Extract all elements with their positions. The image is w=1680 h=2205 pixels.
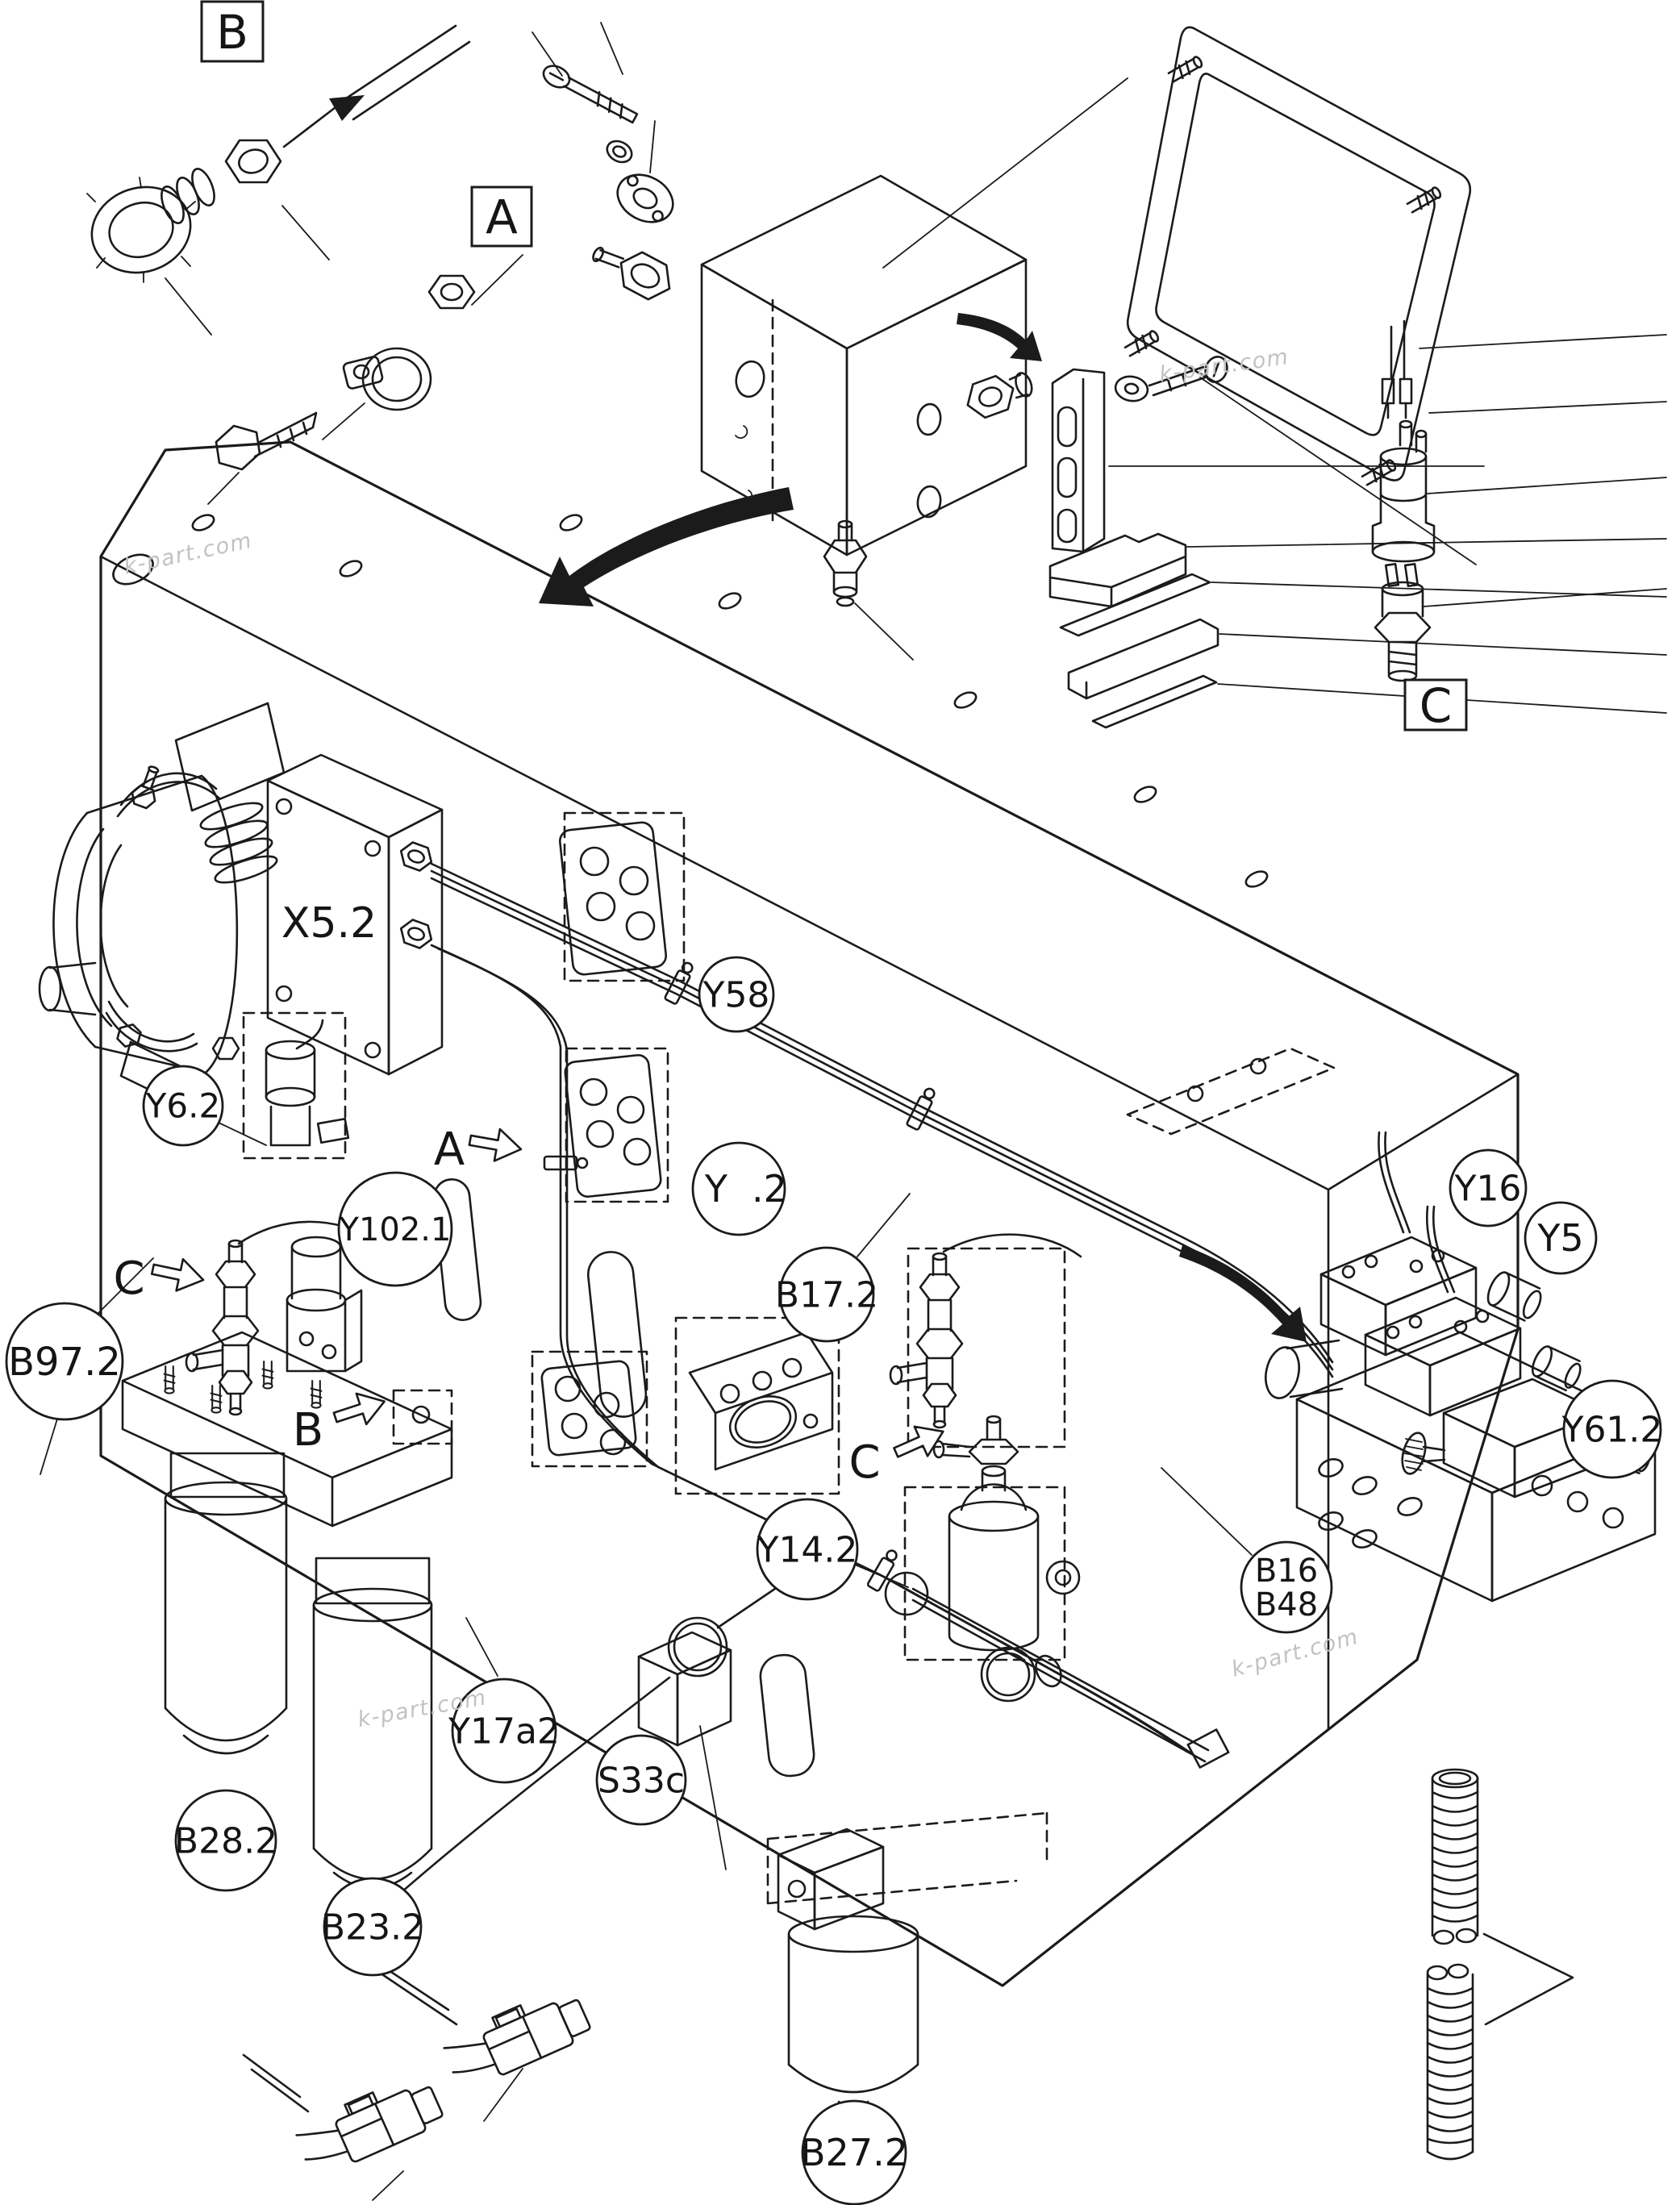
valve-connector-plates bbox=[392, 811, 1336, 1468]
c2-check-valve-area bbox=[907, 1233, 1082, 1448]
hex-nut bbox=[427, 274, 476, 310]
svg-text:S33c: S33c bbox=[598, 1760, 685, 1801]
watermark: k-part.com bbox=[122, 528, 255, 580]
svg-text:Y102.1: Y102.1 bbox=[339, 1211, 452, 1248]
svg-text:Y61.2: Y61.2 bbox=[1561, 1409, 1663, 1450]
callout-B232: B23.2 bbox=[321, 1877, 424, 1977]
s33c-switch bbox=[637, 1631, 815, 1870]
washer bbox=[606, 140, 633, 164]
svg-text:B28.2: B28.2 bbox=[174, 1820, 277, 1861]
bottom-fitting bbox=[823, 519, 868, 607]
svg-text:X5.2: X5.2 bbox=[281, 899, 377, 948]
gland-fitting bbox=[592, 246, 671, 301]
callout-Y612: Y61.2 bbox=[1561, 1379, 1663, 1479]
check-valve bbox=[889, 1252, 964, 1429]
svg-text:B17.2: B17.2 bbox=[775, 1274, 878, 1315]
left-manifold-filters bbox=[121, 1331, 453, 1890]
detail-c-sensor-group bbox=[1371, 319, 1667, 682]
detail-box-C: C bbox=[1403, 678, 1468, 733]
svg-text:C: C bbox=[1419, 678, 1453, 733]
curved-arrow bbox=[1179, 1245, 1307, 1342]
callout-Y2: Y.2 bbox=[691, 1141, 787, 1236]
callout-Y17a2: Y17a2 bbox=[448, 1678, 560, 1784]
callout-Y5: Y5 bbox=[1524, 1201, 1598, 1275]
svg-text:Y6.2: Y6.2 bbox=[145, 1086, 220, 1126]
callout-Y142: Y14.2 bbox=[757, 1498, 859, 1601]
svg-text:B: B bbox=[293, 1404, 323, 1457]
gland-hex bbox=[224, 139, 282, 184]
screw bbox=[542, 65, 639, 124]
y14-pressure-valve bbox=[884, 1415, 1230, 1769]
svg-text:A: A bbox=[486, 190, 518, 245]
detail-box-A: A bbox=[470, 185, 533, 248]
svg-text:C: C bbox=[113, 1253, 144, 1305]
svg-text:Y58: Y58 bbox=[702, 974, 770, 1015]
front-slot bbox=[586, 1251, 648, 1418]
cover-gasket-frame bbox=[1123, 26, 1472, 488]
svg-text:B23.2: B23.2 bbox=[321, 1907, 424, 1948]
callout-B172: B17.2 bbox=[775, 1246, 878, 1343]
svg-text:B97.2: B97.2 bbox=[8, 1340, 121, 1385]
svg-text:Y16: Y16 bbox=[1454, 1168, 1522, 1209]
b27-filter bbox=[766, 1811, 1048, 2109]
callout-B272: B27.2 bbox=[800, 2099, 908, 2205]
right-valve-group bbox=[1179, 1131, 1657, 1603]
callout-Y1021: Y102.1 bbox=[337, 1171, 453, 1287]
check-valve bbox=[185, 1239, 260, 1416]
callout-Y58: Y58 bbox=[698, 956, 775, 1033]
svg-text:C: C bbox=[848, 1436, 880, 1489]
svg-text:Y17a2: Y17a2 bbox=[448, 1711, 560, 1752]
view-arrow-B: B bbox=[293, 1392, 386, 1457]
spring-tubes bbox=[1426, 1768, 1574, 2161]
svg-text:Y14.2: Y14.2 bbox=[757, 1529, 858, 1570]
cable-plugs bbox=[242, 1942, 595, 2201]
y6-2-solenoid bbox=[211, 1011, 350, 1160]
callout-X52: X5.2 bbox=[281, 899, 377, 948]
svg-text:A: A bbox=[434, 1123, 465, 1176]
view-arrow-C: C bbox=[848, 1425, 944, 1489]
pump-motor-group bbox=[38, 702, 286, 1108]
curved-arrow bbox=[539, 487, 794, 606]
callout-S33c: S33c bbox=[595, 1734, 687, 1826]
view-arrow-A: A bbox=[434, 1123, 523, 1176]
callout-B282: B28.2 bbox=[174, 1789, 277, 1892]
watermark: k-part.com bbox=[1229, 1624, 1362, 1682]
svg-text:B: B bbox=[216, 5, 248, 60]
knurled-knob bbox=[1401, 1432, 1446, 1475]
callout-B972: B97.2 bbox=[5, 1302, 124, 1421]
svg-text:Y5: Y5 bbox=[1536, 1216, 1583, 1260]
detail-b-fitting-group bbox=[86, 24, 523, 505]
junction-box-group bbox=[532, 22, 1472, 661]
detail-box-B: B bbox=[200, 0, 265, 63]
din-rail-group bbox=[1048, 356, 1667, 729]
view-arrow-C: C bbox=[113, 1253, 205, 1305]
flange bbox=[616, 173, 674, 223]
svg-text:Y.2: Y.2 bbox=[704, 1167, 787, 1211]
callout-Y16: Y16 bbox=[1449, 1148, 1528, 1228]
callout-Y62: Y6.2 bbox=[142, 1065, 224, 1147]
leader-lines bbox=[40, 1122, 1253, 1677]
curved-arrow-small bbox=[957, 313, 1042, 361]
side-gland bbox=[966, 372, 1033, 419]
bolt-head bbox=[215, 424, 261, 471]
svg-text:B27.2: B27.2 bbox=[800, 2131, 908, 2174]
x5-2-terminal-box bbox=[266, 753, 444, 1076]
b17-manifold bbox=[674, 1316, 840, 1495]
